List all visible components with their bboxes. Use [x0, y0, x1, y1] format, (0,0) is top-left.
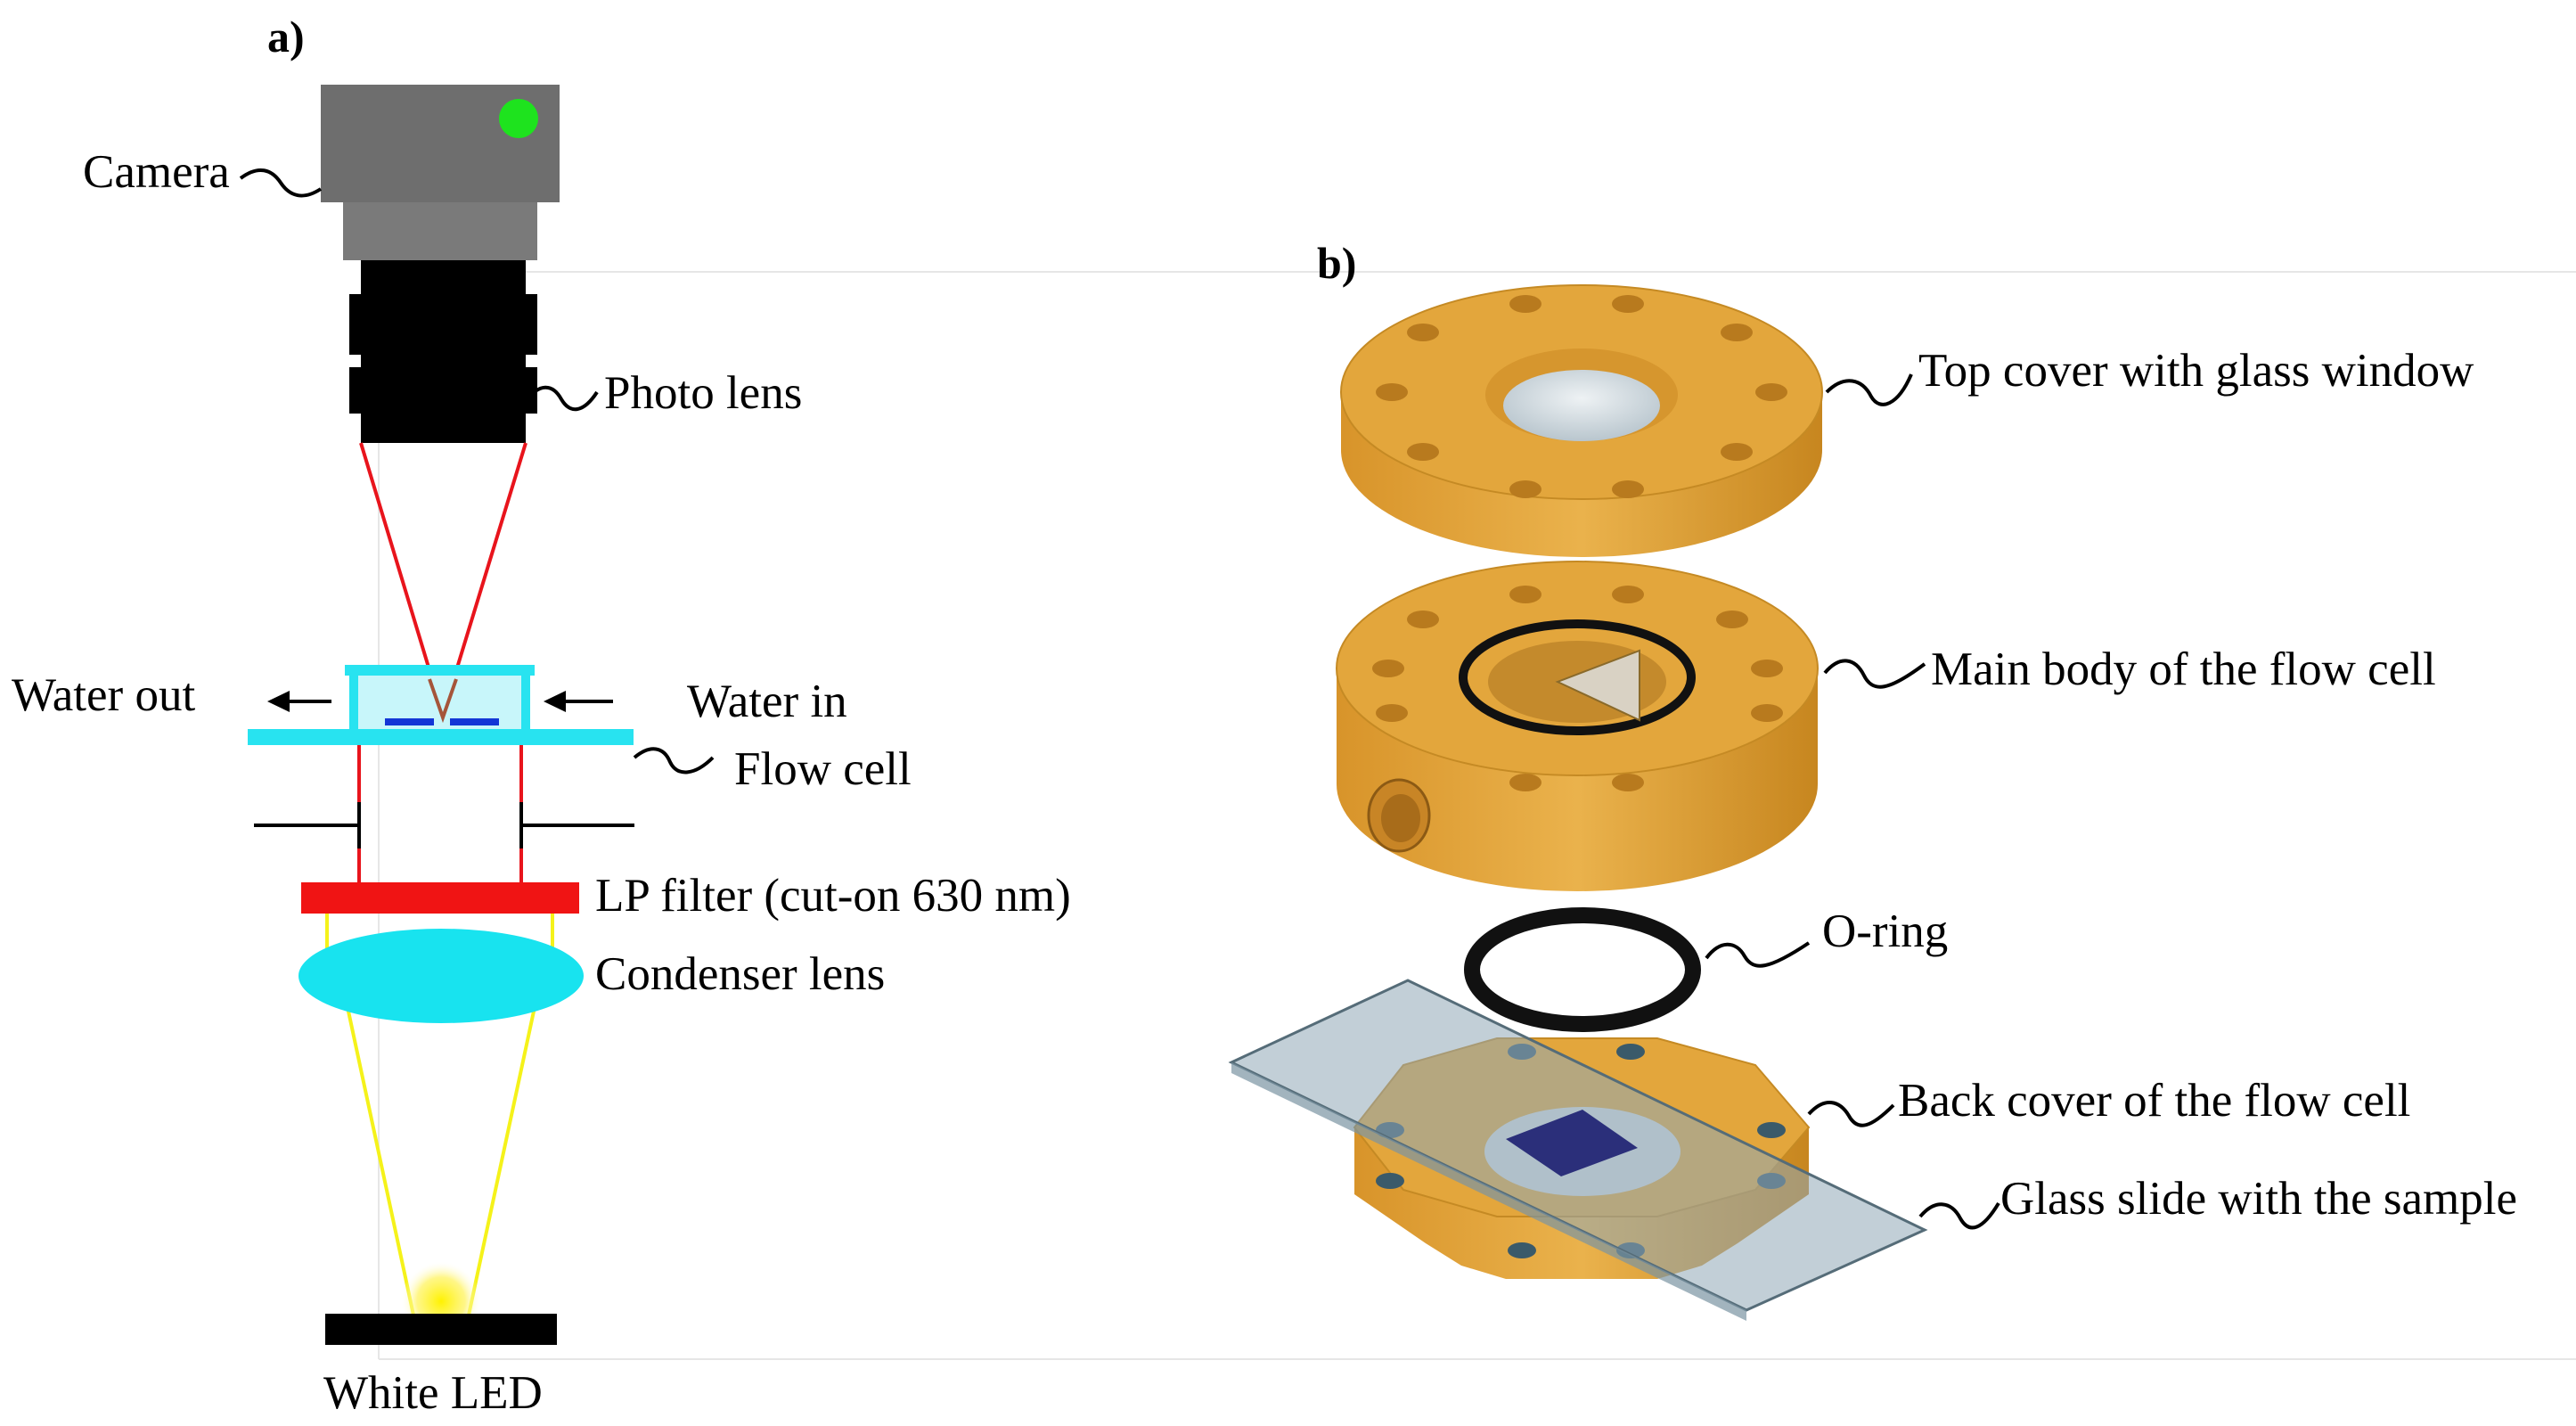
panel-a: a) Camera Photo lens — [12, 12, 1071, 1419]
sample-strip-right — [450, 718, 499, 725]
panel-b-tag: b) — [1317, 238, 1356, 288]
photo-lens — [349, 260, 537, 443]
inlet-port — [1367, 778, 1431, 853]
lp-filter-label: LP filter (cut-on 630 nm) — [595, 870, 1071, 922]
back-cover-label: Back cover of the flow cell — [1898, 1075, 2410, 1127]
camera-callout — [239, 168, 323, 198]
main-body-label: Main body of the flow cell — [1931, 643, 2436, 695]
camera-indicator-dot — [499, 99, 538, 138]
photo-lens-callout — [524, 385, 599, 412]
o-ring-callout — [1705, 941, 1811, 968]
water-in-arrow — [544, 691, 613, 712]
flow-cell-label: Flow cell — [734, 743, 912, 795]
condenser-lens-label: Condenser lens — [595, 948, 885, 1000]
water-out-label: Water out — [12, 669, 195, 721]
main-body-callout — [1823, 659, 1926, 689]
glass-slide-label: Glass slide with the sample — [2000, 1173, 2517, 1225]
glass-window — [1503, 370, 1660, 441]
back-cover-callout — [1807, 1101, 1895, 1127]
photo-lens-label: Photo lens — [604, 367, 802, 419]
sample-strip-left — [385, 718, 434, 725]
o-ring-label: O-ring — [1822, 906, 1948, 957]
water-out-arrow — [267, 691, 331, 712]
frame-lines — [378, 271, 2576, 1360]
flow-cell-callout — [633, 747, 715, 774]
white-led — [325, 1314, 557, 1345]
aperture — [254, 802, 634, 848]
lp-filter — [301, 882, 579, 914]
panel-a-tag: a) — [267, 12, 305, 61]
glass-slide — [1228, 979, 1928, 1321]
panel-b: b) Top cover with glass window — [1228, 238, 2517, 1321]
top-cover-callout — [1825, 373, 1913, 406]
top-cover-label: Top cover with glass window — [1918, 345, 2474, 397]
water-in-label: Water in — [687, 676, 847, 727]
top-cover — [1340, 284, 1823, 557]
camera-label: Camera — [83, 146, 230, 198]
main-body — [1336, 561, 1819, 891]
glass-slide-callout — [1918, 1201, 2000, 1230]
main-body-o-ring — [1459, 619, 1696, 735]
o-ring — [1464, 907, 1701, 1032]
sample-square — [1506, 1110, 1638, 1176]
condenser-lens — [298, 929, 584, 1023]
flow-cell — [248, 665, 634, 745]
camera — [321, 85, 560, 260]
white-led-label: White LED — [323, 1367, 543, 1419]
